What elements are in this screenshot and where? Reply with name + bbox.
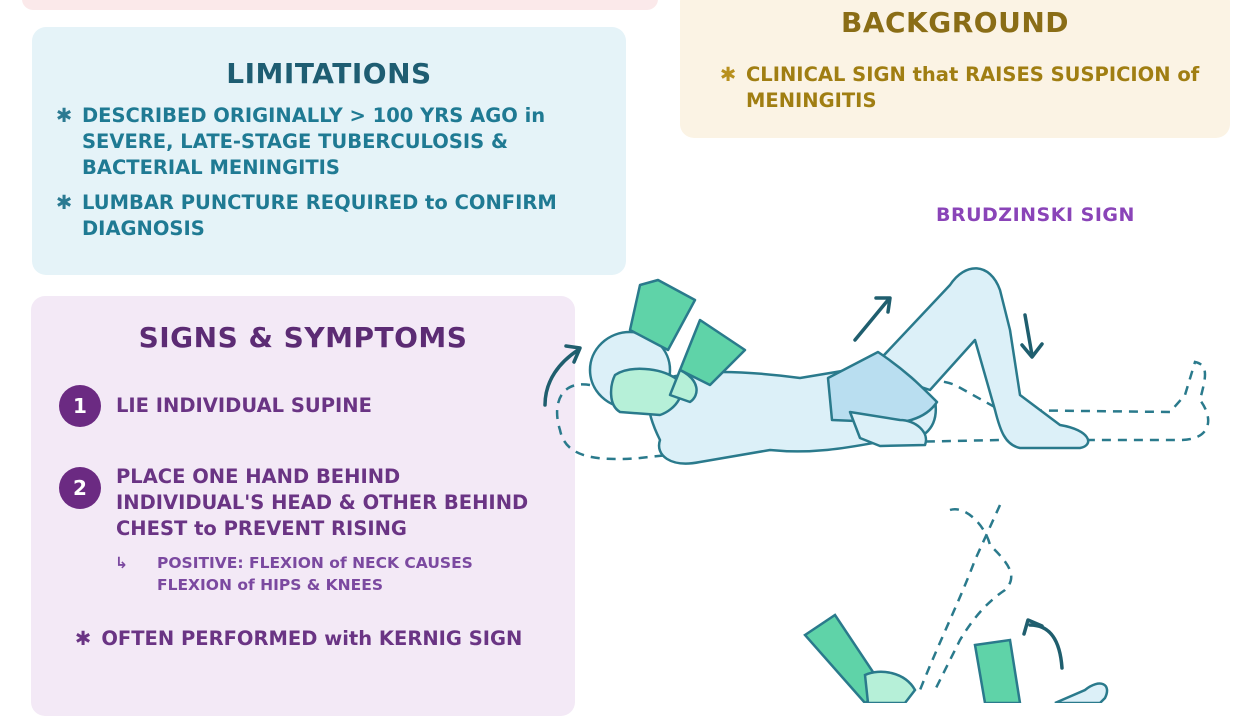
background-text: CLINICAL SIGN that RAISES SUSPICION of M… [746, 63, 1200, 112]
asterisk-icon: ✱ [720, 63, 737, 86]
limitations-title: LIMITATIONS [226, 57, 432, 90]
list-item: ✱ DESCRIBED ORIGINALLY > 100 YRS AGO in … [56, 103, 596, 181]
step-2: 2 PLACE ONE HAND BEHIND INDIVIDUAL'S HEA… [59, 464, 539, 542]
return-arrow-icon: ↳ [115, 554, 128, 572]
list-item: ✱ LUMBAR PUNCTURE REQUIRED to CONFIRM DI… [56, 190, 596, 242]
positive-text: POSITIVE: FLEXION of NECK CAUSES FLEXION… [157, 554, 473, 594]
patient-body [588, 267, 1090, 465]
limitation-text: LUMBAR PUNCTURE REQUIRED to CONFIRM DIAG… [82, 191, 557, 240]
signs-title: SIGNS & SYMPTOMS [138, 321, 468, 354]
asterisk-icon: ✱ [56, 104, 73, 127]
background-card: BACKGROUND ✱ CLINICAL SIGN that RAISES S… [680, 0, 1230, 138]
note-text: OFTEN PERFORMED with KERNIG SIGN [101, 627, 523, 650]
step-1: 1 LIE INDIVIDUAL SUPINE [59, 385, 539, 427]
limitations-list: ✱ DESCRIBED ORIGINALLY > 100 YRS AGO in … [56, 103, 596, 251]
top-card-edge [22, 0, 658, 10]
step-number-badge: 1 [59, 385, 101, 427]
limitations-card: LIMITATIONS ✱ DESCRIBED ORIGINALLY > 100… [32, 27, 626, 275]
signs-symptoms-card: SIGNS & SYMPTOMS 1 LIE INDIVIDUAL SUPINE… [31, 296, 575, 716]
step-text: LIE INDIVIDUAL SUPINE [116, 394, 372, 417]
background-title: BACKGROUND [840, 6, 1069, 39]
positive-result: ↳ POSITIVE: FLEXION of NECK CAUSES FLEXI… [115, 552, 535, 596]
limitation-text: DESCRIBED ORIGINALLY > 100 YRS AGO in SE… [82, 104, 546, 179]
second-illustration [803, 504, 1109, 703]
asterisk-icon: ✱ [75, 627, 92, 650]
motion-arrows [543, 296, 1044, 407]
step-text: PLACE ONE HAND BEHIND INDIVIDUAL'S HEAD … [116, 465, 529, 540]
background-list: ✱ CLINICAL SIGN that RAISES SUSPICION of… [720, 62, 1210, 123]
asterisk-icon: ✱ [56, 191, 73, 214]
step-number-badge: 2 [59, 467, 101, 509]
list-item: ✱ CLINICAL SIGN that RAISES SUSPICION of… [720, 62, 1210, 114]
kernig-note: ✱ OFTEN PERFORMED with KERNIG SIGN [75, 627, 545, 650]
examiner-hands [609, 278, 747, 417]
illustration-label: BRUDZINSKI SIGN [936, 204, 1135, 226]
